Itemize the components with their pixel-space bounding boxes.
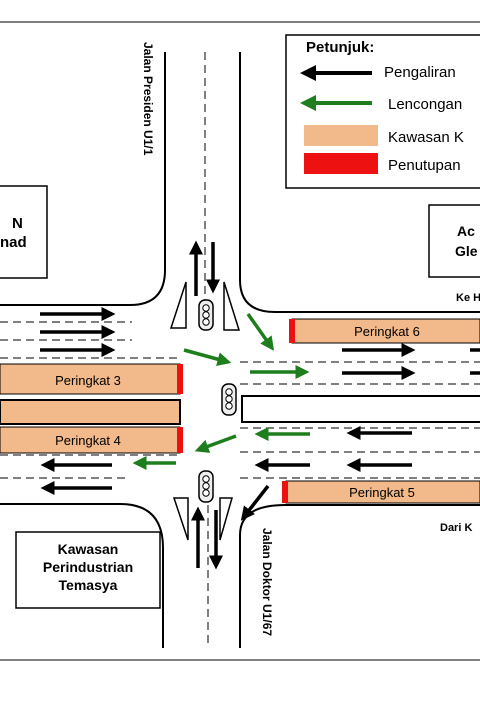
median-left — [0, 399, 181, 425]
building-top-left-line1: N — [12, 215, 23, 232]
building-bottom-left-line1: Kawasan — [58, 541, 119, 557]
building-top-left-line2: nad — [0, 234, 27, 251]
building-top-right — [428, 204, 480, 278]
traffic-light-south — [198, 470, 214, 503]
legend: Petunjuk: Pengaliran Lencongan Kawasan K… — [285, 34, 480, 189]
legend-closure-swatch — [304, 153, 378, 174]
detour-arrow-ne — [246, 312, 275, 351]
detour-arrow-sw — [194, 434, 237, 453]
legend-item-flow: Pengaliran — [384, 64, 456, 81]
label-peringkat-3: Peringkat 3 — [55, 373, 121, 388]
work-zone-peringkat-5 — [282, 480, 480, 504]
building-bottom-left-line3: Temasya — [59, 577, 118, 593]
flow-arrows — [40, 240, 480, 570]
median-right — [241, 395, 480, 423]
building-top-right-line1: Ac — [457, 223, 475, 239]
work-zone-peringkat-4 — [0, 426, 183, 454]
label-peringkat-5: Peringkat 5 — [349, 485, 415, 500]
traffic-light-center — [221, 383, 237, 416]
legend-item-closure: Penutupan — [388, 157, 461, 174]
road-name-south: Jalan Doktor U1/67 — [260, 528, 274, 636]
building-top-left — [0, 185, 48, 279]
legend-item-work-zone: Kawasan K — [388, 129, 464, 146]
label-peringkat-6: Peringkat 6 — [354, 324, 420, 339]
legend-item-detour: Lencongan — [388, 96, 462, 113]
legend-work-zone-swatch — [304, 125, 378, 146]
detour-arrow-west-in — [183, 348, 232, 366]
road-name-north: Jalan Presiden U1/1 — [141, 42, 155, 156]
flow-arrow-south-diagonal — [240, 484, 270, 521]
legend-title: Petunjuk: — [306, 39, 374, 56]
building-top-right-line2: Gle — [455, 243, 478, 259]
building-bottom-left — [15, 531, 161, 609]
work-zone-peringkat-3 — [0, 363, 183, 395]
direction-label-from-east: Dari K — [440, 522, 472, 534]
traffic-light-north — [198, 299, 214, 331]
building-bottom-left-line2: Perindustrian — [43, 559, 133, 575]
direction-label-to-east: Ke H — [456, 292, 480, 304]
label-peringkat-4: Peringkat 4 — [55, 433, 121, 448]
traffic-islands — [169, 281, 241, 541]
work-zone-peringkat-6 — [289, 318, 480, 344]
detour-arrows — [132, 312, 310, 470]
